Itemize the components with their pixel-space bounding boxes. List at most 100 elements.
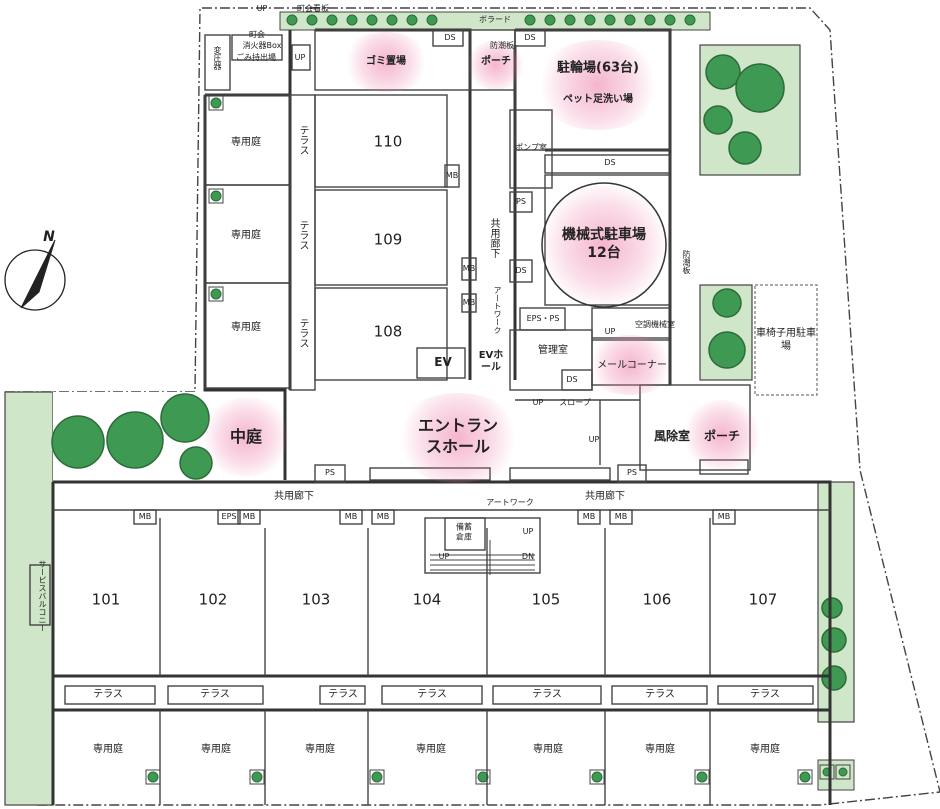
label-ac-room: 空調機械室 [635, 320, 675, 329]
glow-bicycle [533, 40, 663, 130]
label-garbage-out: ごみ持出場 [236, 53, 276, 62]
label-terrace-104: テラス [417, 689, 447, 700]
label-mechanical-parking-count: 12台 [587, 245, 621, 261]
unit-105: 105 [531, 590, 561, 609]
label-ev: EV [434, 355, 452, 369]
label-corridor-vertical: 共用廊下 [488, 218, 499, 258]
label-up-hall: UP [588, 435, 600, 444]
label-mb-102: MB [242, 512, 256, 521]
label-ds-office: DS [566, 375, 578, 384]
label-office: 管理室 [538, 345, 568, 356]
label-mb-106: MB [614, 512, 628, 521]
label-slope: スロープ [559, 398, 591, 407]
label-terrace-107: テラス [750, 689, 780, 700]
label-wheelchair-parking: 車椅子用駐車場 [756, 328, 816, 352]
label-ds-bicycle: DS [524, 33, 536, 42]
unit-104: 104 [412, 590, 442, 609]
label-mb-101: MB [138, 512, 152, 521]
site-boundary [4, 7, 940, 806]
garden-markers [145, 95, 851, 785]
label-private-garden-107: 専用庭 [750, 744, 780, 755]
label-notice-board: 町会 [249, 30, 265, 39]
label-mb-105: MB [582, 512, 596, 521]
glow-mail [585, 335, 675, 395]
label-bollard: ボラード [479, 15, 511, 24]
label-ps-hall-west: PS [325, 468, 335, 477]
label-extinguisher: 消火器Box [242, 41, 282, 50]
stair-lines [430, 540, 535, 575]
label-porch-north: ポーチ [481, 56, 511, 67]
label-private-garden-109: 専用庭 [231, 230, 261, 241]
wheelchair-parking-area [754, 284, 818, 396]
south-units [29, 509, 830, 805]
north-label: N [43, 229, 55, 245]
label-terrace-102: テラス [200, 689, 230, 700]
label-mb-108: MB [462, 298, 476, 307]
unit-106: 106 [642, 590, 672, 609]
label-private-garden-101: 専用庭 [93, 744, 123, 755]
label-private-garden-108: 専用庭 [231, 322, 261, 333]
west-rooms [204, 34, 477, 391]
label-flood-board: 防潮板 [490, 41, 514, 50]
label-mb-107: MB [717, 512, 731, 521]
label-mb-103: MB [344, 512, 358, 521]
label-ds-parking-2: DS [515, 266, 527, 275]
label-terrace-109: テラス [297, 220, 308, 250]
label-mail-corner: メールコーナー [597, 360, 667, 371]
label-private-garden-110: 専用庭 [231, 137, 261, 148]
unit-101: 101 [91, 590, 121, 609]
label-terrace-106: テラス [645, 689, 675, 700]
glow-garbage [341, 32, 431, 92]
label-private-garden-105: 専用庭 [533, 744, 563, 755]
label-garbage: ゴミ置場 [366, 56, 406, 67]
label-top-up: UP [256, 4, 268, 13]
shrubs-north [286, 14, 696, 26]
label-terrace-103: テラス [328, 689, 358, 700]
label-pet-wash: ペット足洗い場 [563, 94, 633, 105]
label-corridor-east: 共用廊下 [585, 491, 625, 502]
north-arrow [4, 239, 66, 311]
label-ev-hall: EVホール [478, 350, 504, 373]
label-up-stair: UP [522, 527, 534, 536]
glow-porch-north [466, 40, 526, 90]
label-transformer: 変圧器 [213, 46, 222, 70]
label-entrance-hall: エントランスホール [417, 416, 498, 456]
label-service-balcony: サービスバルコニー [38, 560, 47, 632]
label-ds-parking: DS [604, 158, 616, 167]
unit-110: 110 [373, 132, 403, 151]
label-windbreak: 風除室 [653, 429, 691, 443]
label-private-garden-102: 専用庭 [201, 744, 231, 755]
unit-102: 102 [198, 590, 228, 609]
label-artwork: アートワーク [486, 498, 534, 507]
label-terrace-105: テラス [532, 689, 562, 700]
glow-entrance [393, 393, 523, 483]
label-artwork-vertical: アートワーク [493, 286, 502, 334]
label-notice-board-top: 町会看板 [297, 4, 329, 13]
label-up-stair-2: UP [438, 552, 450, 561]
label-ps-hall-east: PS [627, 468, 637, 477]
label-storage: 備蓄倉庫 [456, 522, 472, 541]
label-courtyard: 中庭 [229, 427, 263, 446]
glow-porch-south [682, 400, 762, 470]
glow-parking [539, 185, 669, 305]
label-private-garden-106: 専用庭 [645, 744, 675, 755]
label-ds-garbage: DS [444, 33, 456, 42]
label-mb-104: MB [376, 512, 390, 521]
unit-103: 103 [301, 590, 331, 609]
planting-west [4, 391, 54, 806]
label-mb-110: MB [445, 171, 459, 180]
glow-courtyard [201, 397, 291, 477]
label-corridor-west: 共用廊下 [274, 491, 314, 502]
label-porch-south: ポーチ [703, 429, 741, 443]
unit-108: 108 [373, 322, 403, 341]
label-private-garden-103: 専用庭 [305, 744, 335, 755]
label-mechanical-parking: 機械式駐車場 [562, 227, 646, 243]
label-private-garden-104: 専用庭 [416, 744, 446, 755]
label-up-garbage: UP [294, 53, 306, 62]
label-terrace-101: テラス [93, 689, 123, 700]
label-bicycle: 駐輪場(63台) [557, 60, 639, 76]
label-up-ac: UP [604, 327, 616, 336]
label-dn-stair: DN [521, 552, 535, 561]
